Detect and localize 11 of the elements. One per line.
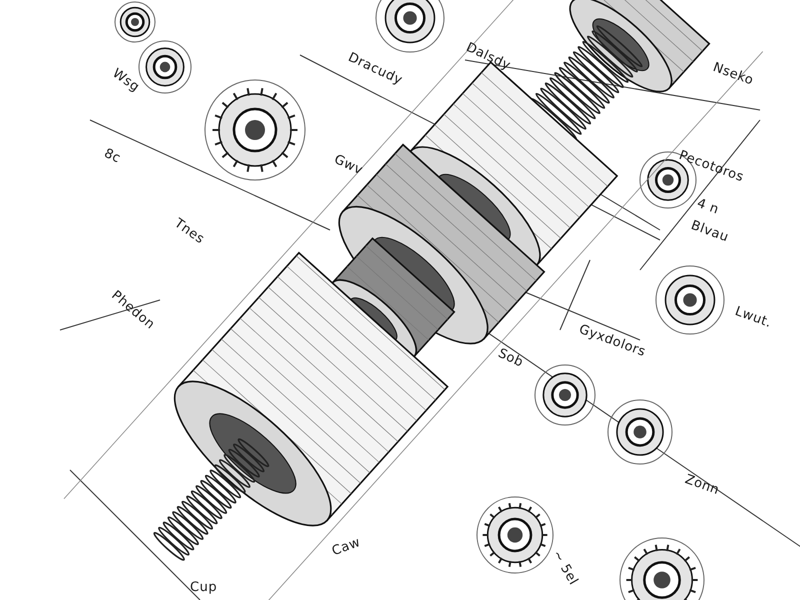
part-label: ~ 5el (549, 548, 581, 588)
part-label: Zonn (682, 472, 722, 498)
part-label: 4 n (694, 196, 721, 218)
part-label: 8c (102, 146, 123, 167)
part-label: Gwv (332, 152, 366, 178)
part-label: Blvau (688, 218, 731, 246)
part-label: Cup (190, 580, 218, 595)
part-label: Caw (330, 535, 363, 560)
part-label: Lwut. (732, 304, 774, 332)
part-label: Sob (496, 346, 526, 371)
part-label: Nseko (710, 60, 756, 88)
